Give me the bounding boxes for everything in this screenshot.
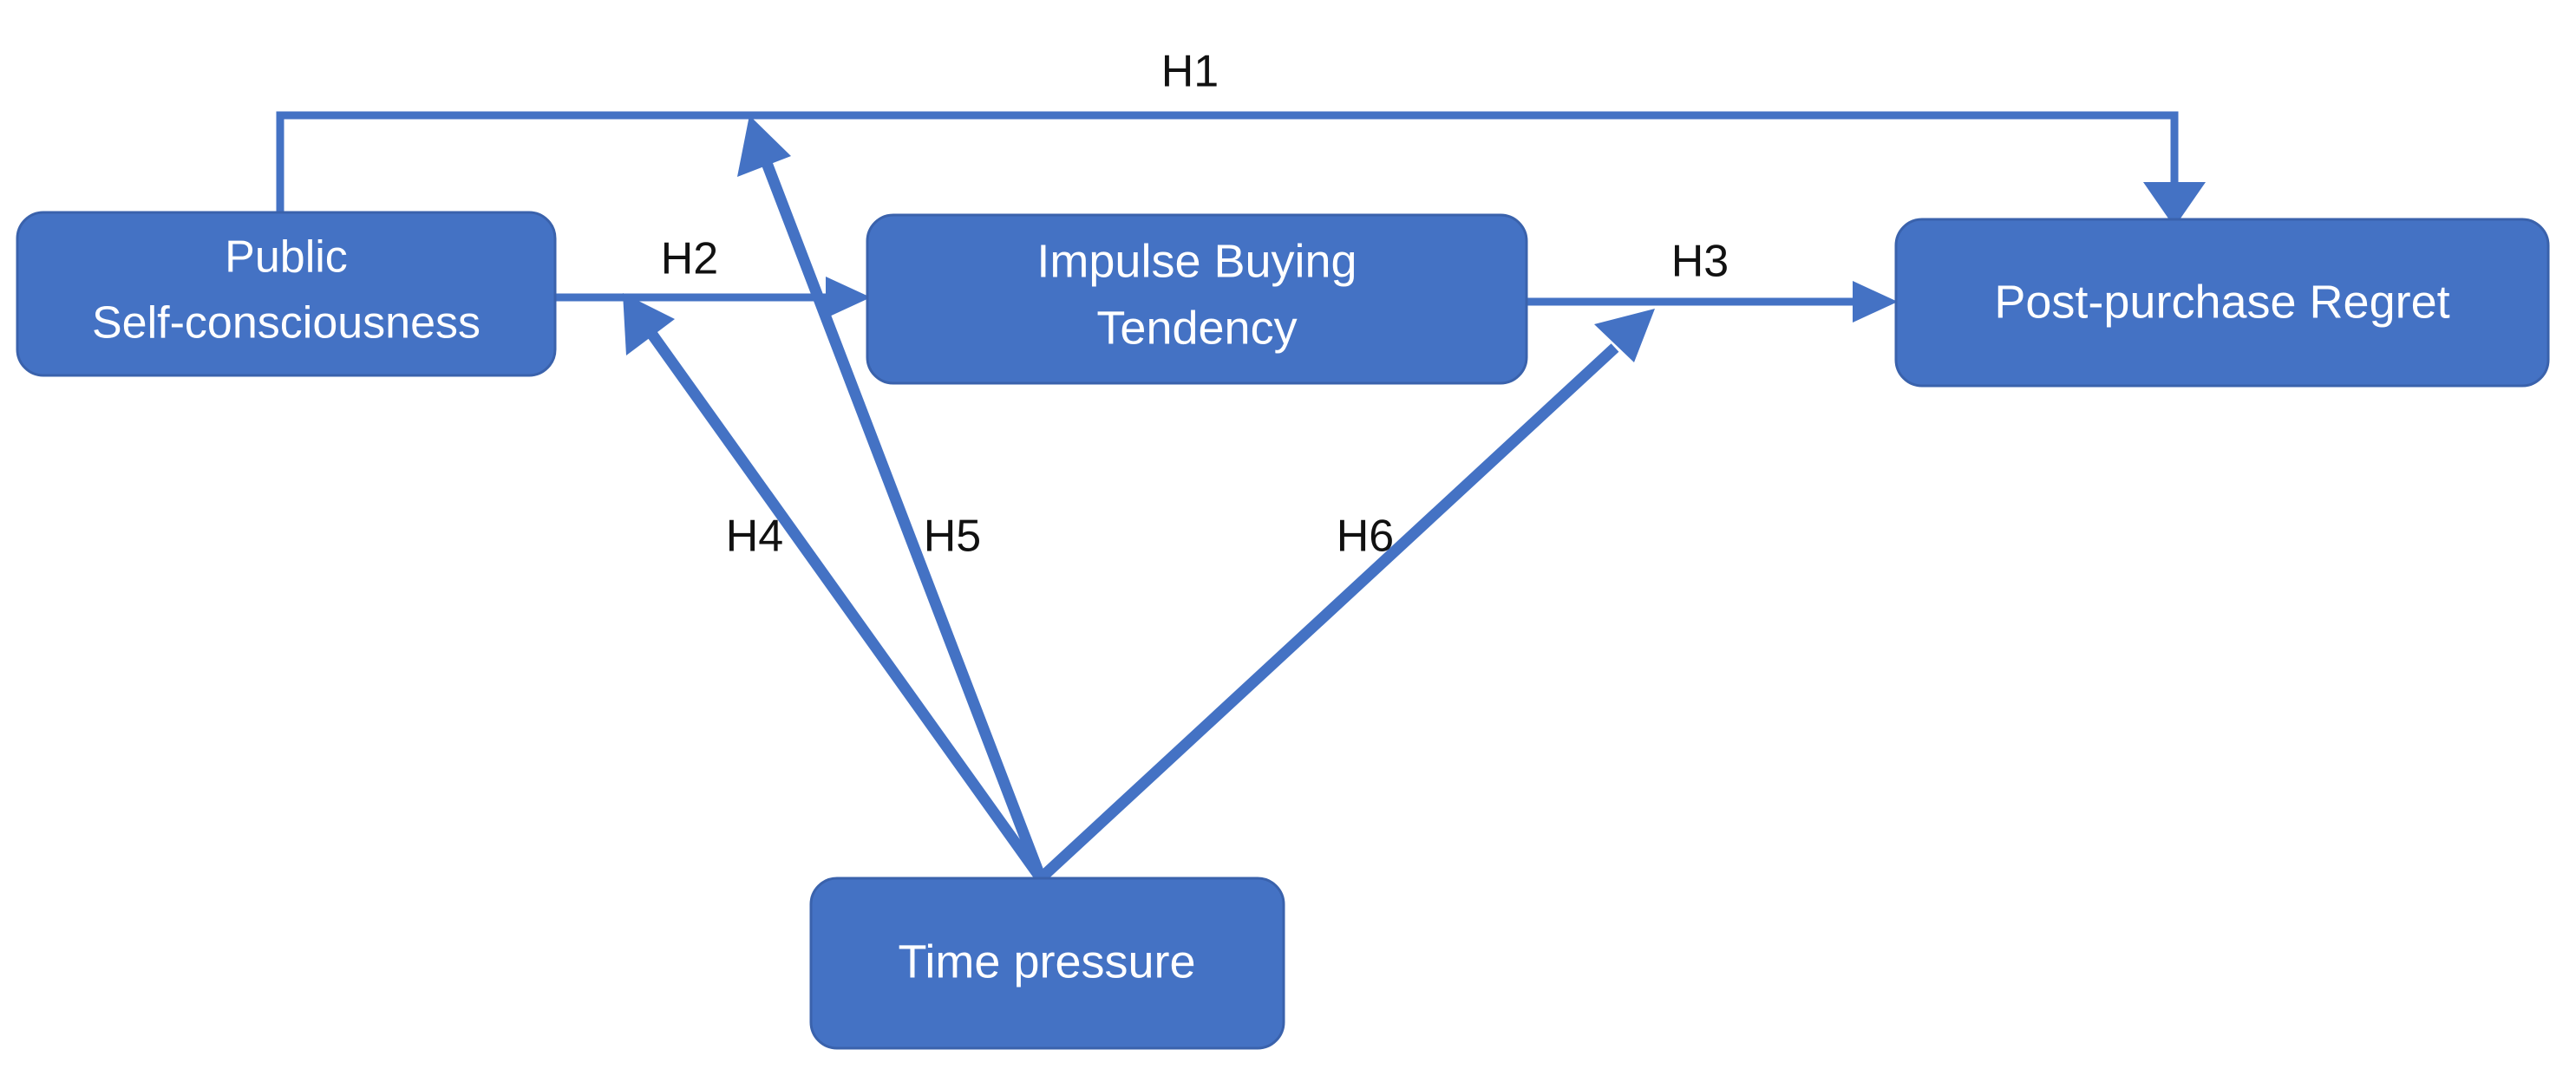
edge-h4[interactable]	[623, 293, 1046, 882]
node-impulse-buying-tendency-shape	[866, 213, 1528, 385]
node-time-pressure-label: Time pressure	[898, 935, 1195, 988]
edge-label-h4: H4	[726, 512, 783, 562]
edge-h2-arrowhead	[826, 277, 871, 318]
edge-h3-arrowhead	[1853, 281, 1898, 323]
edge-h4-arrowhead	[623, 293, 675, 355]
node-public-self-consciousness[interactable]: Public Self-consciousness	[16, 211, 557, 377]
edge-label-h3: H3	[1671, 237, 1729, 287]
edge-h5[interactable]	[737, 115, 1047, 881]
node-post-purchase-regret[interactable]: Post-purchase Regret	[1894, 218, 2550, 388]
node-public-self-consciousness-label-line1: Public	[225, 232, 348, 283]
node-post-purchase-regret-label: Post-purchase Regret	[1994, 276, 2449, 328]
edge-label-h1: H1	[1161, 47, 1219, 97]
edge-label-h6: H6	[1337, 512, 1394, 562]
edge-h1[interactable]	[276, 111, 2206, 227]
edge-h6-arrowhead	[1594, 309, 1655, 362]
node-time-pressure-shape	[809, 877, 1285, 1050]
edge-label-h2: H2	[661, 234, 718, 284]
node-impulse-buying-tendency-label-line2: Tendency	[1096, 302, 1297, 354]
node-time-pressure[interactable]: Time pressure	[809, 877, 1285, 1050]
edge-h4-path	[641, 323, 1046, 882]
edge-h1-path	[276, 111, 2179, 215]
edge-h6[interactable]	[1036, 309, 1655, 883]
edge-label-h5: H5	[924, 512, 981, 562]
edge-h2[interactable]	[552, 277, 871, 318]
node-impulse-buying-tendency[interactable]: Impulse Buying Tendency	[866, 213, 1528, 385]
edge-h5-path	[761, 160, 1047, 881]
node-public-self-consciousness-shape	[16, 211, 557, 377]
edge-h5-arrowhead	[737, 115, 791, 177]
edge-h1-arrowhead	[2143, 182, 2206, 227]
node-post-purchase-regret-shape	[1894, 218, 2550, 388]
node-impulse-buying-tendency-label-line1: Impulse Buying	[1036, 235, 1357, 287]
edge-h6-path	[1036, 343, 1619, 883]
edge-h3[interactable]	[1527, 281, 1898, 323]
node-public-self-consciousness-label-line2: Self-consciousness	[92, 298, 481, 349]
